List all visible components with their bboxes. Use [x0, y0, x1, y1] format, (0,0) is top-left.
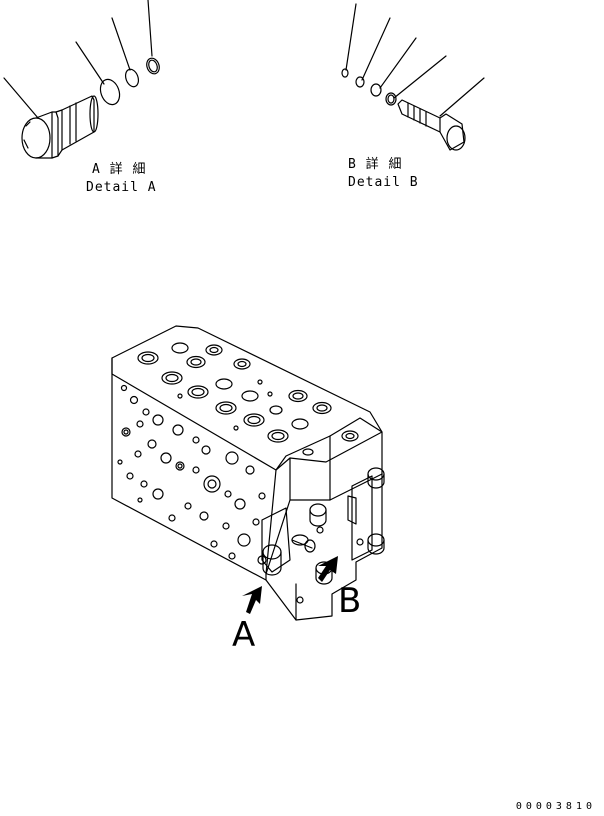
detail-b-parts	[341, 3, 485, 151]
detail-b-title-jp: B 詳 細	[348, 157, 403, 172]
detail-a-leader-oring-3	[147, 0, 153, 57]
callout-arrow-b	[318, 556, 338, 582]
side-ports	[117, 384, 267, 565]
callout-label-a: A	[232, 615, 256, 655]
detail-a-leader-oring-2	[111, 17, 131, 71]
detail-b-leader-3	[379, 37, 417, 89]
control-valve-body	[111, 325, 385, 621]
oring-a-small	[146, 57, 160, 75]
detail-b-leader-5	[439, 77, 485, 117]
valve-end-block	[265, 417, 383, 621]
detail-a-title-en: Detail A	[86, 180, 157, 195]
detail-b-leader-2	[361, 17, 391, 81]
oring-a-large	[99, 78, 121, 106]
detail-b-leader-4	[393, 55, 447, 99]
small-plug-part	[397, 99, 466, 151]
oring-a-medium	[124, 68, 140, 88]
detail-a-parts	[3, 0, 160, 159]
plug-part	[21, 95, 99, 159]
plug-a-location	[261, 507, 316, 576]
figure-number: 00003810	[515, 801, 596, 812]
detail-a-leader-oring-1	[75, 41, 105, 85]
callout-arrow-a	[242, 586, 262, 614]
top-ports	[137, 342, 359, 456]
detail-a-leader-plug	[3, 77, 39, 119]
detail-b-title-en: Detail B	[348, 175, 419, 190]
end-block-fittings	[296, 467, 385, 604]
callout-label-b: B	[338, 581, 362, 621]
valve-top-face	[111, 325, 383, 471]
detail-b-leader-1	[345, 3, 357, 71]
detail-a-title-jp: A 詳 細	[92, 162, 147, 177]
